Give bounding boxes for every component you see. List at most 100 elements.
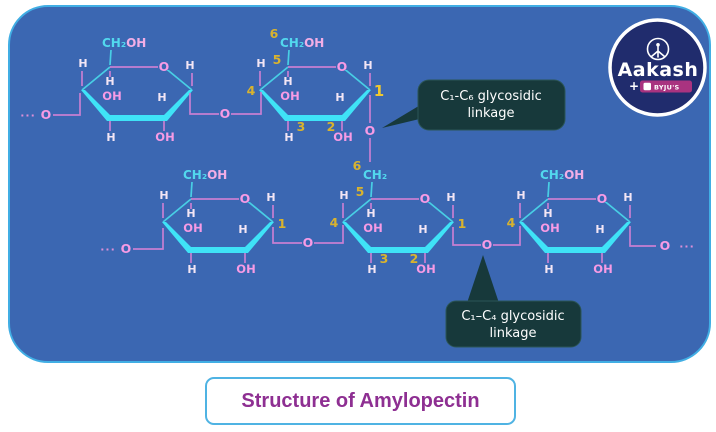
glycosidic-oxygen-label: O xyxy=(303,235,314,250)
ring-oxygen-halo xyxy=(239,187,251,202)
callout-text-c1-c4-line2: linkage xyxy=(490,326,537,341)
carbon-number-6: 6 xyxy=(270,26,279,41)
glycosidic-oxygen-label: O xyxy=(365,123,376,138)
byjus-badge-text: BYJU'S xyxy=(654,84,679,92)
ring-oxygen-label: O xyxy=(159,59,170,74)
c5-c6-bond xyxy=(370,181,373,198)
glycosidic-o-mid-left: O xyxy=(272,225,344,250)
byjus-badge xyxy=(640,80,692,93)
carbon-number-2: 2 xyxy=(410,251,419,266)
callout-arrow-c1-c4 xyxy=(467,255,499,303)
carbon-number-4: 4 xyxy=(330,215,339,230)
linker-oxygen-halo xyxy=(219,106,231,121)
ch2oh-label: CH₂OH xyxy=(280,36,324,50)
chain-continues-dots: ··· xyxy=(679,240,695,253)
ring-oxygen-label: O xyxy=(337,59,348,74)
ring-oxygen-label: O xyxy=(240,191,251,206)
terminal-oxygen-label: O xyxy=(660,238,671,253)
h-label: H xyxy=(363,59,372,72)
ring-front-bonds xyxy=(81,90,193,121)
terminal-oxygen-label: O xyxy=(121,241,132,256)
oh-label: OH xyxy=(333,130,352,144)
ch2oh-label: CH₂OH xyxy=(540,168,584,182)
linker-oxygen-halo xyxy=(302,235,314,250)
caption-text: Structure of Amylopectin xyxy=(241,389,480,412)
ring-oxygen-label: O xyxy=(597,191,608,206)
c5-c6-bond xyxy=(109,49,112,66)
aakash-byjus-logo: Aakash + BYJU'S xyxy=(608,18,707,117)
chain-continues-dots: ··· xyxy=(100,243,116,256)
linker-oxygen-halo xyxy=(481,237,493,252)
ring-front-bonds xyxy=(162,222,274,253)
h-label: H xyxy=(446,191,455,204)
c5-c6-bond xyxy=(287,49,290,66)
ch2oh-label: CH₂OH xyxy=(102,36,146,50)
ring-oxygen-halo xyxy=(596,187,608,202)
c5-c6-bond xyxy=(190,181,193,198)
h-label: H xyxy=(544,263,553,276)
h-label: H xyxy=(284,131,293,144)
chain-end-mid: O ··· xyxy=(629,226,695,253)
ring-bond xyxy=(162,198,192,223)
glycosidic-o-c1-c4: O xyxy=(452,226,521,252)
ring-oxygen-label: O xyxy=(420,191,431,206)
ring-front-bonds xyxy=(259,90,371,121)
oh-label: OH xyxy=(155,130,174,144)
oh-label: OH xyxy=(183,221,202,235)
h-label: H xyxy=(595,223,604,236)
h-label: H xyxy=(157,91,166,104)
ring-front-bonds xyxy=(342,222,454,253)
callout-text-c1-c6-line2: linkage xyxy=(468,106,515,121)
carbon-number-5: 5 xyxy=(356,184,365,199)
c5-c6-bond xyxy=(547,181,550,198)
callout-box-c1-c4 xyxy=(445,300,582,348)
oh-label: OH xyxy=(280,89,299,103)
ring-bond xyxy=(342,198,372,223)
callout-box-c1-c6 xyxy=(417,79,566,131)
ring-oxygen-halo xyxy=(158,55,170,70)
carbon-number-6: 6 xyxy=(353,158,362,173)
logo-brand-text: Aakash xyxy=(618,59,699,81)
oh-label: OH xyxy=(363,221,382,235)
diagram-panel xyxy=(8,5,711,363)
h-label: H xyxy=(185,59,194,72)
h-label: H xyxy=(186,207,195,220)
h-label: H xyxy=(266,191,275,204)
h-label: H xyxy=(106,131,115,144)
h-label: H xyxy=(187,263,196,276)
callout-c1-c4: C₁–C₄ glycosidic linkage xyxy=(445,255,582,348)
h-label: H xyxy=(367,263,376,276)
chain-start-top: O··· xyxy=(20,93,81,122)
h-label: H xyxy=(256,57,265,70)
chain-start-mid: O ··· xyxy=(100,228,164,256)
ring-oxygen-halo xyxy=(336,55,348,70)
oh-label: OH xyxy=(593,262,612,276)
ring-bond xyxy=(424,198,454,223)
ring-bond xyxy=(163,66,193,91)
ch2-label: CH₂ xyxy=(363,168,387,182)
h-label: H xyxy=(418,223,427,236)
carbon-number-4: 4 xyxy=(507,215,516,230)
h-label: H xyxy=(543,207,552,220)
glycosidic-o-top: O xyxy=(189,92,262,121)
callout-c1-c6: C₁-C₆ glycosidic linkage xyxy=(382,79,566,131)
oh-label: OH xyxy=(540,221,559,235)
ring-bond xyxy=(341,66,371,91)
carbon-number-3: 3 xyxy=(297,119,306,134)
logo-plus-sign: + xyxy=(629,79,639,93)
ring-front-bonds xyxy=(519,222,631,253)
h-label: H xyxy=(238,223,247,236)
h-label: H xyxy=(366,207,375,220)
aakash-lamp-icon xyxy=(646,37,670,61)
ring-bond xyxy=(81,66,111,91)
h-label: H xyxy=(516,189,525,202)
carbon-number-1: 1 xyxy=(458,216,467,231)
h-label: H xyxy=(78,57,87,70)
